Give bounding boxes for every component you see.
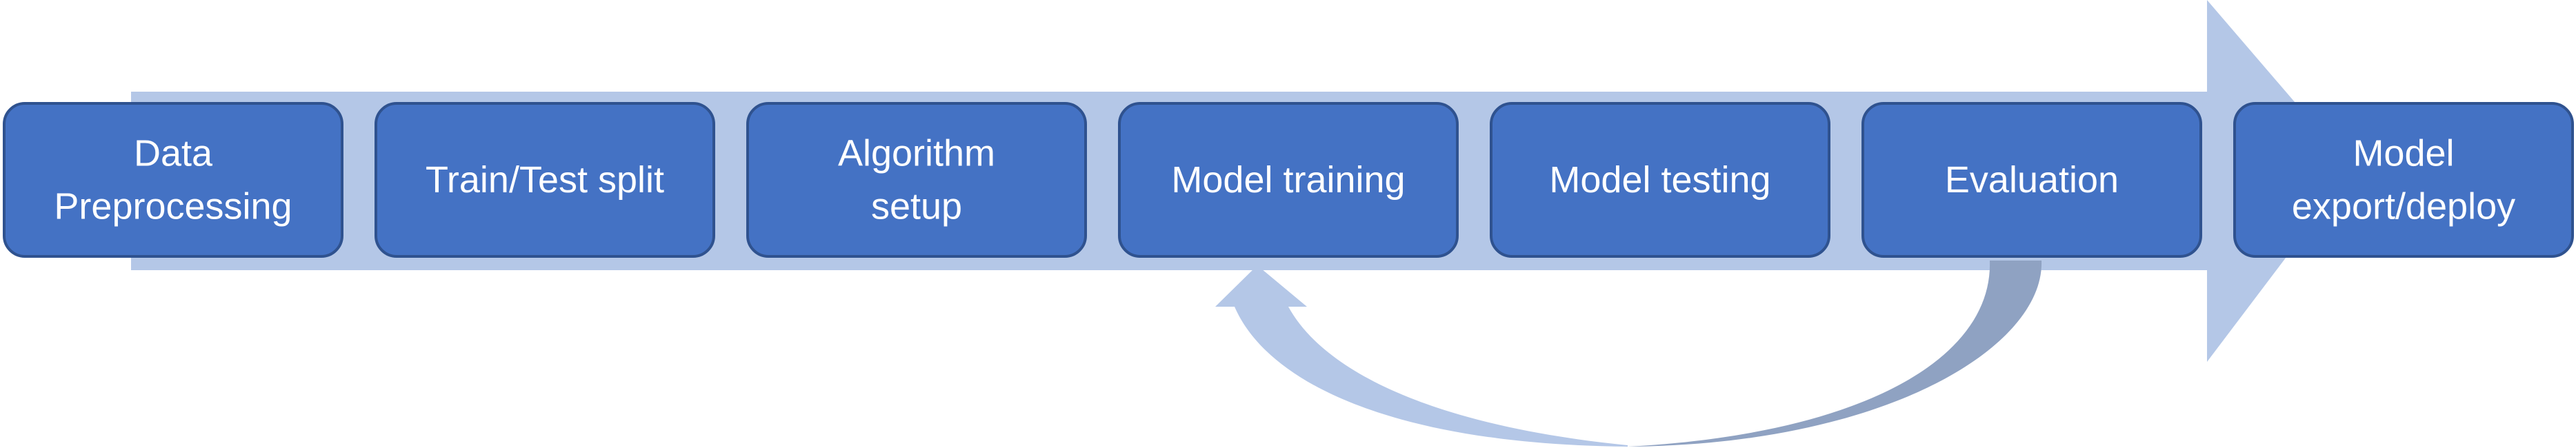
step-algorithm-setup: Algorithm setup bbox=[746, 102, 1087, 258]
step-label: Evaluation bbox=[1945, 159, 2119, 201]
step-label: Train/Test split bbox=[426, 159, 664, 201]
step-train-test-split: Train/Test split bbox=[375, 102, 715, 258]
step-label: Model training bbox=[1171, 159, 1405, 201]
step-label: export/deploy bbox=[2292, 186, 2515, 227]
feedback-loop-arrow bbox=[1215, 265, 1628, 447]
step-box bbox=[1118, 102, 1459, 258]
step-box bbox=[2233, 102, 2574, 258]
step-label: Data bbox=[134, 133, 213, 174]
step-evaluation: Evaluation bbox=[1861, 102, 2202, 258]
step-box bbox=[746, 102, 1087, 258]
feedback-loop bbox=[1215, 261, 2042, 447]
step-model-training: Model training bbox=[1118, 102, 1459, 258]
feedback-loop-back bbox=[1628, 261, 2042, 447]
step-label: Model testing bbox=[1549, 159, 1770, 201]
step-box bbox=[1490, 102, 1830, 258]
step-label: Preprocessing bbox=[54, 186, 292, 227]
step-model-testing: Model testing bbox=[1490, 102, 1830, 258]
step-label: setup bbox=[871, 186, 962, 227]
step-label: Model bbox=[2353, 133, 2454, 174]
step-label: Algorithm bbox=[838, 133, 995, 174]
step-box bbox=[1861, 102, 2202, 258]
step-box bbox=[3, 102, 343, 258]
step-model-export-deploy: Model export/deploy bbox=[2233, 102, 2574, 258]
step-box bbox=[375, 102, 715, 258]
